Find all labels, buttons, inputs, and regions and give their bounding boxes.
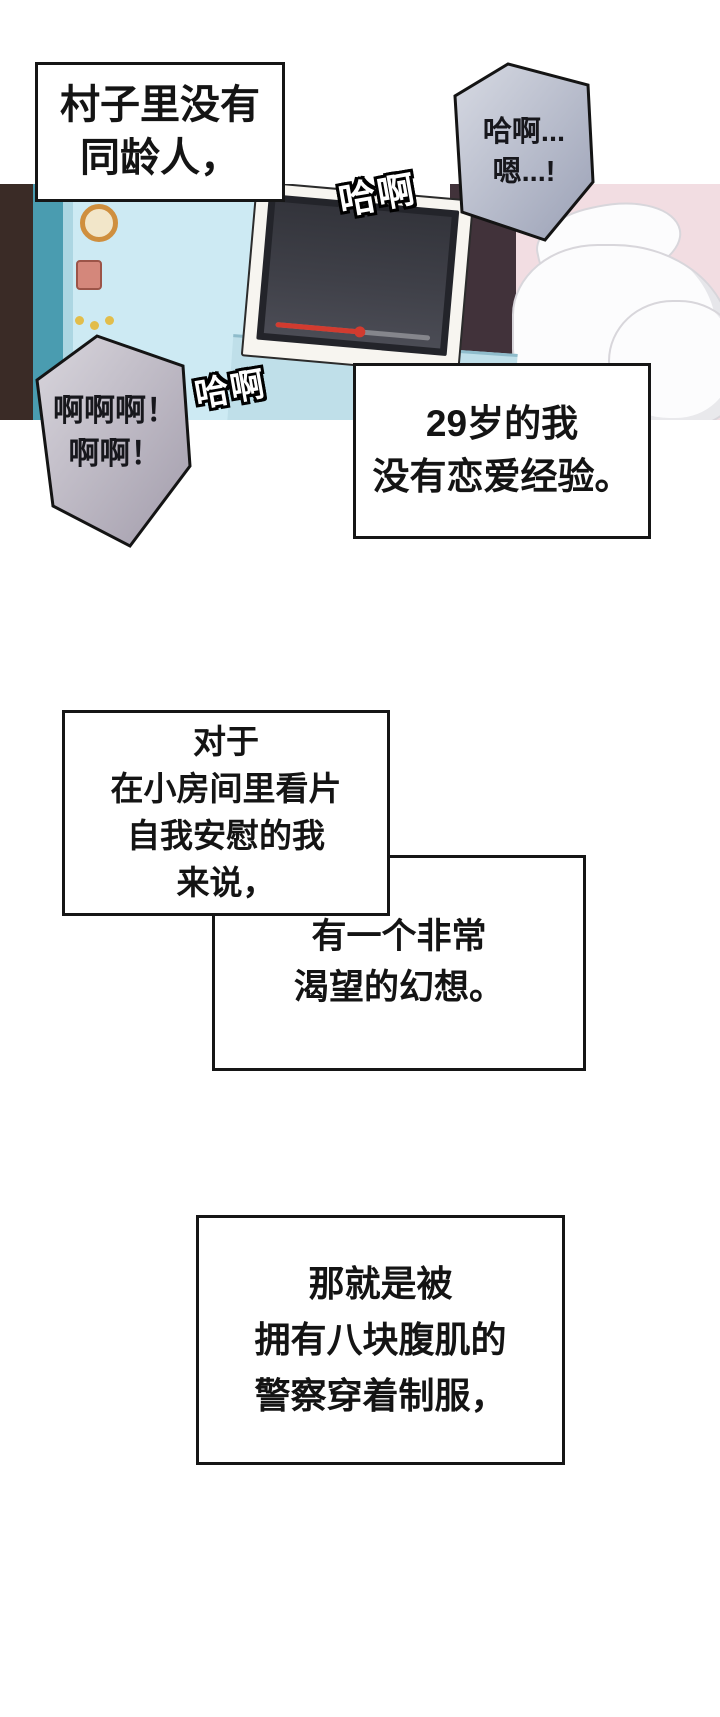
speech-bubble-moan-left: 啊啊啊！ 啊啊！ — [33, 330, 197, 552]
video-progress-track — [275, 322, 431, 341]
speech-bubble-moan-right: 哈啊... 嗯...! — [450, 60, 598, 245]
caption-no-experience: 29岁的我 没有恋爱经验。 — [353, 363, 651, 539]
video-progress-fill — [275, 322, 367, 338]
caption-no-peers: 村子里没有 同龄人， — [35, 62, 285, 202]
bubble-text: 哈啊... 嗯...! — [482, 116, 566, 189]
caption-police-fantasy: 那就是被 拥有八块腹肌的 警察穿着制服， — [196, 1215, 565, 1465]
ellipsis-decor-icon — [75, 316, 114, 330]
hexagon-bubble-shape — [453, 62, 595, 242]
video-progress-knob — [354, 325, 367, 338]
clock-icon — [80, 204, 118, 242]
video-screen — [263, 201, 452, 349]
door-frame — [0, 184, 33, 420]
bubble-text: 啊啊啊！ 啊啊！ — [53, 393, 177, 471]
caption-about-me: 对于 在小房间里看片 自我安慰的我 来说， — [62, 710, 390, 916]
shelf-item-icon — [76, 260, 102, 290]
hexagon-bubble-shape — [35, 334, 192, 548]
